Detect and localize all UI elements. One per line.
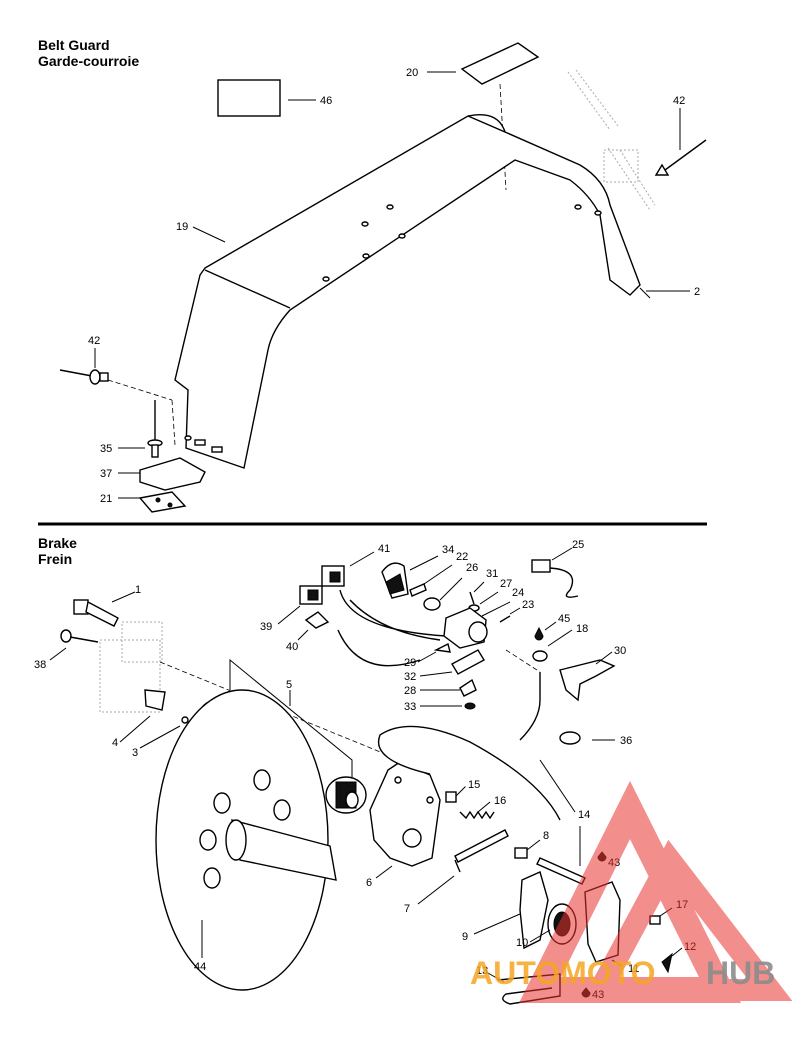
label-part-46 [217, 79, 281, 117]
callout-19: 19 [176, 221, 188, 233]
sensor-part-25 [531, 547, 579, 598]
callout-40: 40 [286, 641, 298, 653]
callout-16: 16 [494, 795, 506, 807]
callout-36: 36 [620, 735, 632, 747]
nut-part-33 [464, 702, 476, 710]
nut-part-15 [445, 791, 457, 803]
watermark-word-a: AUTOMOTO [470, 955, 655, 991]
callout-11: 11 [628, 963, 639, 975]
lever-part-32 [451, 649, 485, 675]
callout-26: 26 [466, 562, 478, 574]
brake-title-fr: Frein [38, 551, 73, 567]
screw-part-38 [49, 629, 99, 661]
automotohub-watermark: AUTOMOTO HUB [470, 780, 793, 1003]
callout-10: 10 [516, 937, 528, 949]
disc-part-44 [155, 689, 337, 991]
bracket-part-9 [473, 871, 549, 950]
clip-part-36 [559, 731, 581, 745]
callout-41: 41 [378, 543, 390, 555]
brake-title-en: Brake [38, 535, 77, 551]
callout-20: 20 [406, 67, 418, 79]
callout-30: 30 [614, 645, 626, 657]
bolt-part-1 [73, 591, 136, 627]
cable-part-14 [377, 725, 561, 821]
screw-part-31 [469, 591, 475, 605]
belt-guard-title-en: Belt Guard [38, 37, 110, 53]
callout-39: 39 [260, 621, 272, 633]
drop-part-45 [534, 626, 544, 641]
callout-18: 18 [576, 623, 588, 635]
callout-46: 46 [320, 95, 332, 107]
callout-28: 28 [404, 685, 416, 697]
callout-8: 8 [543, 830, 549, 842]
wire-harness [337, 589, 447, 667]
callout-45: 45 [558, 613, 570, 625]
callout-labels: 20 46 42 19 2 42 35 37 21 41 34 22 26 31… [34, 67, 700, 1001]
caliper-part-6 [369, 761, 441, 879]
callout-7: 7 [404, 903, 410, 915]
callout-34: 34 [442, 544, 454, 556]
callout-25: 25 [572, 539, 584, 551]
callout-33: 33 [404, 701, 416, 713]
callout-37: 37 [100, 468, 112, 480]
callout-21: 21 [100, 493, 112, 505]
belt-guard-title-fr: Garde-courroie [38, 53, 140, 69]
switch-part-24 [443, 601, 511, 649]
belt-guard-part-19 [174, 114, 641, 469]
terminal-part-40 [304, 611, 330, 629]
clip-part-4 [144, 689, 166, 711]
cable-end-part [519, 672, 541, 741]
belt-guard-title: Belt Guard Garde-courroie [38, 37, 139, 69]
callout-42-top: 42 [673, 95, 685, 107]
callout-6: 6 [366, 877, 372, 889]
plate-part-21 [118, 491, 187, 513]
callout-23: 23 [522, 599, 534, 611]
bracket-part-37 [118, 457, 206, 491]
pin-part-29 [433, 642, 451, 653]
callout-31: 31 [486, 568, 498, 580]
callout-44: 44 [194, 961, 206, 973]
callout-22: 22 [456, 551, 468, 563]
callout-32: 32 [404, 671, 416, 683]
screw-part-23 [499, 615, 511, 623]
nut-part-8 [514, 847, 528, 859]
ring-part-26 [423, 597, 441, 611]
pad-part [325, 776, 367, 814]
clip-part-18 [532, 650, 548, 662]
callout-4: 4 [112, 737, 118, 749]
pin-part-12 [661, 952, 673, 974]
screw-part-22 [409, 583, 427, 597]
brake-group: 20 46 42 19 2 42 35 37 21 41 34 22 26 31… [34, 67, 700, 1005]
callout-38: 38 [34, 659, 46, 671]
pin-part-35 [118, 400, 163, 458]
watermark-word-b: HUB [706, 955, 775, 991]
fork-part-30 [559, 651, 616, 702]
watermark-logo-icon [518, 780, 793, 1003]
callout-1: 1 [135, 584, 141, 596]
nut-part-3 [181, 716, 189, 724]
callout-13: 13 [476, 965, 488, 977]
callout-24: 24 [512, 587, 524, 599]
callout-42-left: 42 [88, 335, 100, 347]
brake-title: Brake Frein [38, 535, 77, 567]
belt-guard-group [59, 42, 707, 513]
callout-27: 27 [500, 578, 512, 590]
callout-2: 2 [694, 286, 700, 298]
bolt-part-42-top [654, 108, 707, 176]
callout-29: 29 [404, 657, 416, 669]
decal-part-20 [460, 42, 540, 85]
lever-part-7 [417, 829, 509, 905]
callout-5: 5 [286, 679, 292, 691]
cap-part-34 [381, 555, 439, 599]
link-part-28 [459, 678, 477, 697]
callout-14: 14 [578, 809, 590, 821]
callout-15: 15 [468, 779, 480, 791]
callout-9: 9 [462, 931, 468, 943]
callout-3: 3 [132, 747, 138, 759]
callout-35: 35 [100, 443, 112, 455]
bolt-part-42-left [59, 348, 176, 446]
ghost-bracket [567, 69, 656, 211]
